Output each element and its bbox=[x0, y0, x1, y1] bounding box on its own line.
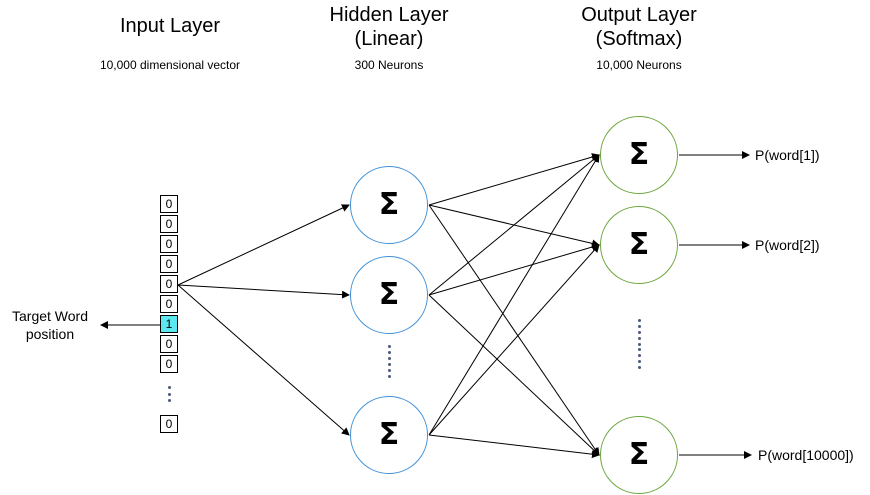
output-layer-subtitle: 10,000 Neurons bbox=[596, 58, 682, 72]
edge-input-hidden-3 bbox=[177, 284, 350, 436]
edge-input-hidden-1 bbox=[177, 204, 350, 286]
edge-h2-o3 bbox=[428, 294, 600, 456]
target-word-label: Target Word position bbox=[0, 307, 100, 343]
output-ellipsis bbox=[636, 319, 642, 369]
hidden-neuron-sum-icon: Σ bbox=[350, 256, 428, 334]
output-neuron-sum-icon: Σ bbox=[600, 416, 678, 494]
input-cell: 0 bbox=[160, 335, 178, 353]
hidden-layer-subtitle: 300 Neurons bbox=[354, 58, 424, 72]
input-cell: 0 bbox=[160, 255, 178, 273]
input-ellipsis bbox=[166, 386, 172, 402]
input-cell-target: 1 bbox=[160, 315, 178, 333]
input-layer-subtitle: 10,000 dimensional vector bbox=[99, 58, 241, 72]
target-word-line1: Target Word bbox=[12, 308, 88, 324]
output-neuron-sum-icon: Σ bbox=[600, 116, 678, 194]
edge-h1-o3 bbox=[428, 204, 600, 456]
output-neuron-sum-icon: Σ bbox=[600, 206, 678, 284]
input-cell: 0 bbox=[160, 355, 178, 373]
edge-h3-o1 bbox=[428, 154, 600, 436]
hidden-neuron-sum-icon: Σ bbox=[350, 166, 428, 244]
hidden-neuron-sum-icon: Σ bbox=[350, 396, 428, 474]
hidden-ellipsis bbox=[386, 345, 392, 378]
hidden-layer-title-line1: Hidden Layer bbox=[329, 4, 449, 26]
hidden-layer-title-line2: (Linear) bbox=[354, 28, 424, 50]
edge-h2-o1 bbox=[428, 154, 600, 296]
output-probability-label: P(word[10000]) bbox=[758, 447, 854, 463]
input-cell: 0 bbox=[160, 215, 178, 233]
input-cell: 0 bbox=[160, 275, 178, 293]
input-cell: 0 bbox=[160, 295, 178, 313]
input-layer-title: Input Layer bbox=[119, 15, 221, 37]
edge-h3-o3 bbox=[428, 434, 600, 459]
input-cell: 0 bbox=[160, 195, 178, 213]
edge-h3-o2 bbox=[428, 244, 600, 436]
output-layer-title-line2: (Softmax) bbox=[595, 28, 683, 50]
edge-h1-o1 bbox=[428, 153, 600, 206]
input-cell-last: 0 bbox=[160, 415, 178, 433]
output-probability-label: P(word[1]) bbox=[755, 147, 820, 163]
output-probability-label: P(word[2]) bbox=[755, 237, 820, 253]
edge-input-hidden-2 bbox=[177, 284, 350, 299]
output-layer-title-line1: Output Layer bbox=[581, 4, 697, 26]
edge-h2-o2 bbox=[428, 243, 600, 296]
target-word-line2: position bbox=[25, 326, 75, 342]
input-cell: 0 bbox=[160, 235, 178, 253]
